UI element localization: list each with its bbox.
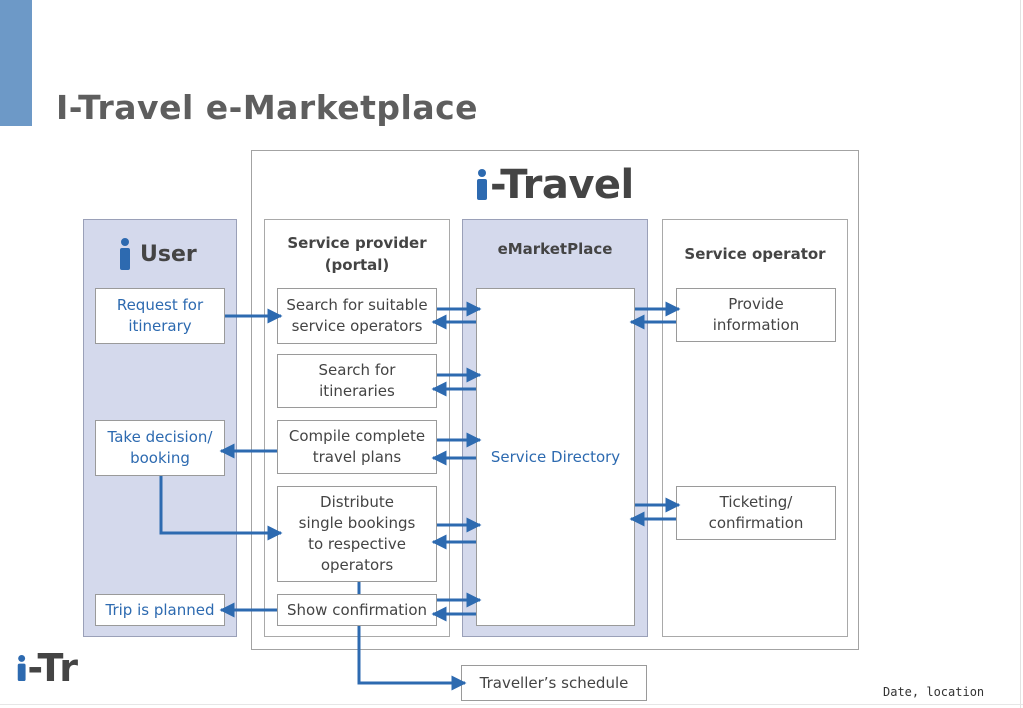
brand-text: -Travel xyxy=(490,162,634,208)
request-itinerary-box: Request for itinerary xyxy=(95,288,225,344)
service-provider-heading: Service provider (portal) xyxy=(287,234,427,274)
slide-title: I-Travel e-Marketplace xyxy=(56,88,479,127)
footer-logo-text: -Tr xyxy=(27,646,78,690)
footer-logo: -Tr xyxy=(16,646,78,690)
person-icon xyxy=(477,169,487,200)
service-directory-box: Service Directory xyxy=(476,288,635,626)
service-directory-label: Service Directory xyxy=(490,447,621,466)
user-heading-label: User xyxy=(140,241,197,267)
distribute-bookings-box: Distribute single bookings to respective… xyxy=(277,486,437,582)
search-itineraries-box: Search for itineraries xyxy=(277,354,437,408)
arrow-decision-to-distribute xyxy=(159,476,283,541)
accent-bar xyxy=(0,0,32,126)
user-heading: User xyxy=(118,236,197,272)
compile-plans-box: Compile complete travel plans xyxy=(277,420,437,474)
page-divider-right xyxy=(1020,0,1021,708)
travellers-schedule-box: Traveller’s schedule xyxy=(461,665,647,701)
person-icon xyxy=(120,238,130,270)
emarketplace-heading: eMarketPlace xyxy=(497,240,613,258)
trip-planned-box: Trip is planned xyxy=(95,594,225,626)
provide-information-box: Provide information xyxy=(676,288,836,342)
brand-heading: -Travel xyxy=(474,162,634,208)
show-confirmation-box: Show confirmation xyxy=(277,594,437,626)
footer-date-location: Date, location xyxy=(883,685,985,699)
ticketing-box: Ticketing/ confirmation xyxy=(676,486,836,540)
page-divider-bottom xyxy=(0,704,1023,705)
arrow-confirm-to-schedule xyxy=(357,626,467,691)
search-operators-box: Search for suitable service operators xyxy=(277,288,437,344)
person-icon xyxy=(17,654,26,682)
service-operator-heading: Service operator xyxy=(684,245,826,263)
take-decision-box: Take decision/ booking xyxy=(95,420,225,476)
